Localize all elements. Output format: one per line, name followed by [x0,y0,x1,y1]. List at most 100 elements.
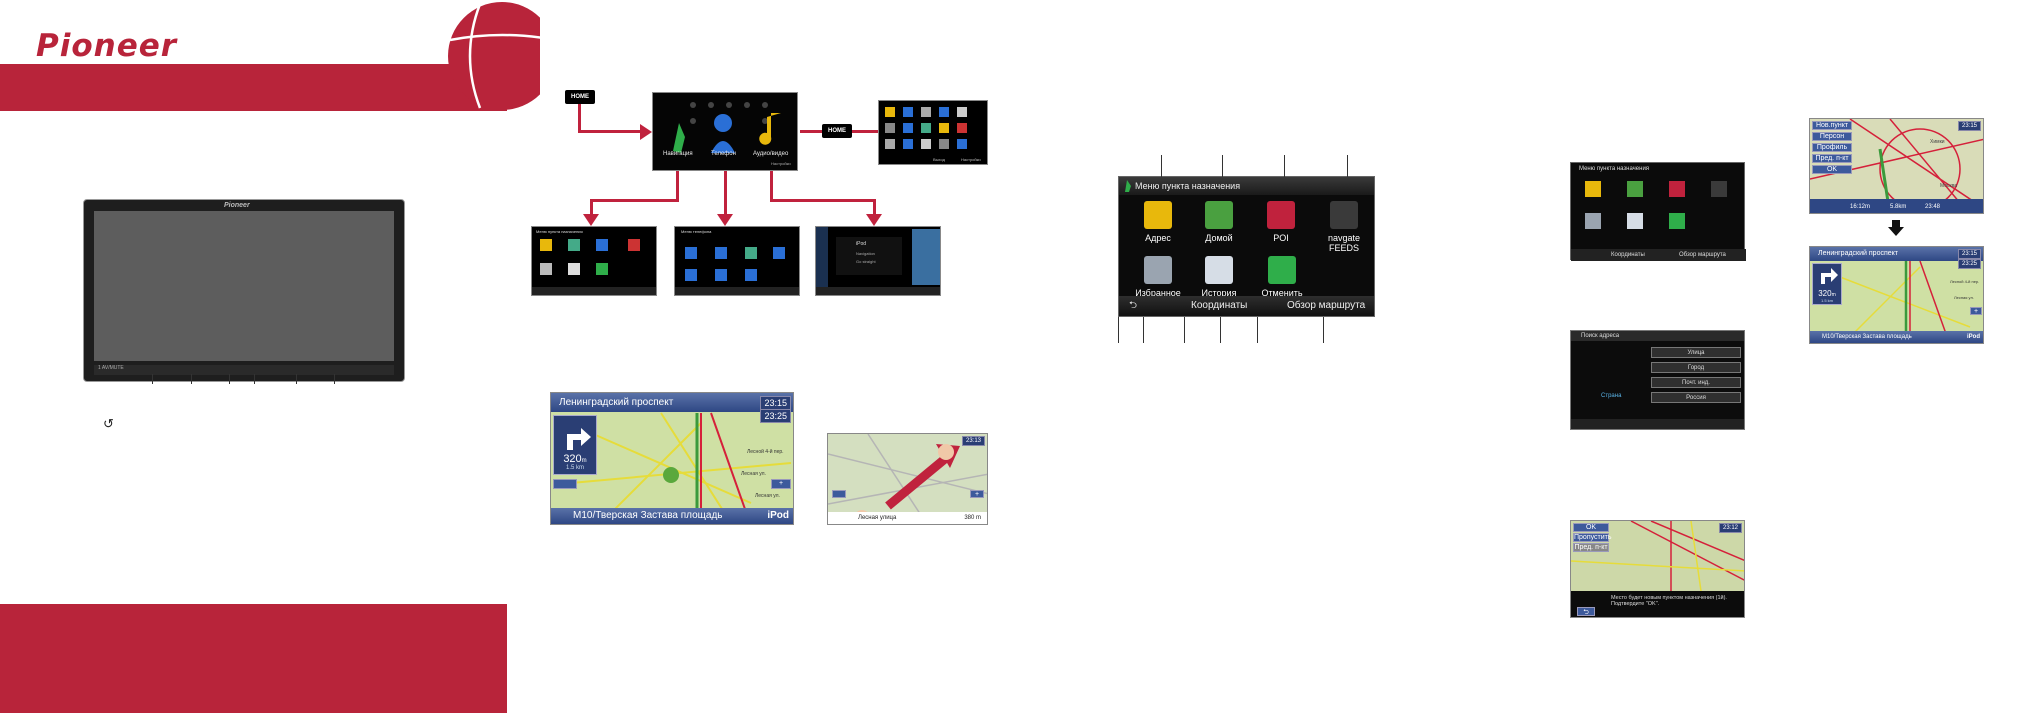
zoom-in-button[interactable]: + [771,479,791,489]
field-city[interactable]: Город [1651,362,1741,373]
flow-arrow [873,199,876,219]
guidance-next: 1.5 km [1820,298,1833,303]
history-icon [1205,256,1233,284]
confirm-message: Место будет новым пунктом назначения (1й… [1611,595,1727,607]
map-label: Лесной 4-й пер. [747,449,784,455]
small-audio-line: Go straight [856,259,876,264]
callout-line [229,374,230,384]
home-icon [1205,201,1233,229]
tile-history[interactable]: История [1194,256,1244,298]
flow-arrow [724,171,727,218]
flow-arrow [578,130,643,133]
dest-menu-bottom-bar: ⮌ Координаты Обзор маршрута [1119,296,1374,316]
map-small-button[interactable] [553,479,577,489]
cover-column: Pioneer Pioneer 1 AV/MUTE ↺ [0,0,540,713]
tile-address[interactable]: Адрес [1133,201,1183,243]
back-icon[interactable]: ⮌ [1129,300,1138,311]
dest-small-overview[interactable]: Обзор маршрута [1679,252,1726,258]
down-arrow-icon [1888,220,1904,236]
dest-small-coords[interactable]: Координаты [1611,252,1645,258]
pioneer-logo: Pioneer [36,28,178,64]
scroll-map-button[interactable] [832,490,846,498]
flow-arrow [676,171,679,201]
home-screen-art [673,102,781,153]
turn-distance: 320m [563,453,587,465]
new-point-button[interactable]: Нов.пункт [1812,121,1852,130]
guidance-zoom-in[interactable]: + [1970,307,1982,315]
field-postcode[interactable]: Почт. инд. [1651,377,1741,388]
address-search-title: Поиск адреса [1571,331,1744,341]
confirm-map-roads [1571,521,1744,617]
callout-line [254,374,255,384]
scroll-map-roads [828,434,987,524]
globe-graphic [448,2,540,110]
guidance-distance: 320m [1818,289,1836,298]
tile-favorites[interactable]: Избранное [1133,256,1183,298]
back-button[interactable]: ⮌ [1577,607,1595,616]
callout-line [1257,317,1258,343]
small-audio-line: Navigation [856,251,875,256]
guidance-street: Ленинградский проспект [1810,247,1983,261]
map-label: Лесная ул. [755,493,780,499]
home-settings-label: Настройки [771,161,791,166]
bottom-red-band [0,604,507,713]
profile-button[interactable]: Профиль [1812,143,1852,152]
guidance-arrow-box: 320m 1.5 km [1812,263,1842,305]
home-key-icon: HOME [565,90,595,104]
address-bottom-bar [1571,419,1744,429]
small-dest-title: Меню пункта назначения [536,229,583,234]
destination-menu-screen: Меню пункта назначения Адрес Домой POI n… [1118,176,1375,317]
callout-line [1284,155,1285,177]
callout-line [152,374,153,384]
coords-button[interactable]: Координаты [1191,300,1248,311]
flow-arrow [770,199,876,202]
route-overview-time: 23:15 [1957,121,1981,131]
reset-icon: ↺ [103,416,114,431]
small-phone-icons [675,247,799,295]
callout-line [1220,317,1221,343]
prev-point-button[interactable]: Пред. п-кт [1573,543,1609,552]
dest-small-title: Меню пункта назначения [1579,166,1650,172]
personal-button[interactable]: Персон [1812,132,1852,141]
home-tile-nav: Навигация [663,151,693,157]
callout-line [1161,155,1162,177]
map-label: Москва [1940,183,1958,189]
av-panel-screen: Выход Настройки [878,100,988,165]
arrow-head-icon [717,214,733,226]
home-tile-phone: Телефон [711,151,736,157]
address-book-icon [1144,201,1172,229]
dest-small-icons [1571,181,1746,261]
remaining-time: 23:25 [760,409,791,423]
map-label: Лесной 4-й пер. [1950,279,1980,284]
field-country[interactable]: Россия [1651,392,1741,403]
poi-icon [1267,201,1295,229]
tile-poi[interactable]: POI [1256,201,1306,243]
prev-point-button[interactable]: Пред. п-кт [1812,154,1852,163]
tile-navgate-feeds[interactable]: navgate FEEDS [1313,201,1375,253]
small-phone-title: Меню телефона [681,229,712,234]
cancel-route-icon [1268,256,1296,284]
route-overview-button[interactable]: Обзор маршрута [1287,300,1366,311]
tile-home[interactable]: Домой [1194,201,1244,243]
flow-arrow [578,104,581,132]
skip-button[interactable]: Пропустить [1573,533,1612,542]
navgate-feeds-icon [1330,201,1358,229]
home-key-icon: HOME [822,124,852,138]
small-phone-menu: Меню телефона [674,226,800,296]
field-street[interactable]: Улица [1651,347,1741,358]
route-stat: 5.8km [1890,204,1907,210]
source-label: iPod [767,510,789,521]
turn-arrow-box: 320m 1.5 km [553,415,597,475]
confirm-time: 23:12 [1718,523,1742,533]
ok-button[interactable]: OK [1812,165,1852,174]
turn-right-icon [567,428,591,450]
callout-line [334,374,335,384]
scroll-map-zoom-in[interactable]: + [970,490,984,498]
callout-line [1118,317,1119,343]
ok-button[interactable]: OK [1573,523,1609,532]
callout-line [1347,155,1348,177]
flow-arrow [770,171,773,201]
